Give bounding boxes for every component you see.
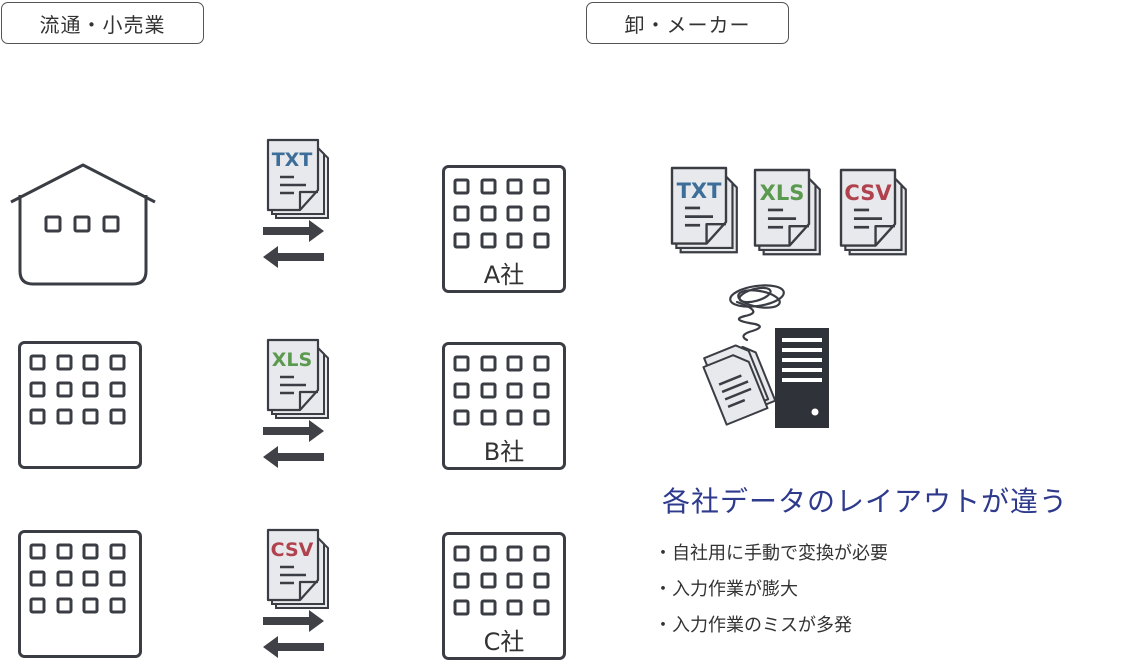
problem-list: 自社用に手動で変換が必要 入力作業が膨大 入力作業のミスが多発 bbox=[654, 536, 888, 644]
document-icon: XLS bbox=[266, 338, 330, 420]
svg-text:XLS: XLS bbox=[272, 349, 312, 371]
exchange-arrows-icon bbox=[263, 420, 324, 468]
maker-label: 卸・メーカー bbox=[586, 2, 789, 44]
document-icon: TXT bbox=[670, 166, 739, 254]
retail-label: 流通・小売業 bbox=[1, 2, 204, 44]
document-icon: XLS bbox=[753, 168, 822, 256]
svg-text:TXT: TXT bbox=[272, 149, 313, 171]
exchange-arrows-icon bbox=[263, 610, 324, 658]
document-icon: CSV bbox=[266, 528, 330, 610]
svg-text:B社: B社 bbox=[484, 438, 524, 466]
tangled-line-icon bbox=[729, 284, 785, 342]
building-icon bbox=[18, 530, 142, 658]
store-icon bbox=[10, 163, 156, 286]
svg-text:TXT: TXT bbox=[677, 179, 723, 203]
list-item: 自社用に手動で変換が必要 bbox=[654, 536, 888, 572]
list-item: 入力作業が膨大 bbox=[654, 572, 888, 608]
building-icon bbox=[18, 341, 142, 469]
layout-differs-heading: 各社データのレイアウトが違う bbox=[662, 485, 1069, 518]
list-item: 入力作業のミスが多発 bbox=[654, 608, 888, 644]
document-icon: CSV bbox=[839, 168, 908, 256]
svg-text:C社: C社 bbox=[484, 628, 525, 656]
svg-text:CSV: CSV bbox=[271, 539, 314, 561]
document-icon bbox=[702, 344, 777, 426]
exchange-arrows-icon bbox=[263, 220, 324, 268]
svg-text:CSV: CSV bbox=[844, 181, 892, 205]
svg-text:A社: A社 bbox=[484, 261, 524, 289]
server-icon bbox=[775, 328, 829, 428]
company-a-building: A社 bbox=[442, 165, 566, 293]
company-b-building: B社 bbox=[442, 342, 566, 470]
document-icon: TXT bbox=[266, 138, 330, 220]
company-c-building: C社 bbox=[442, 532, 566, 660]
svg-text:XLS: XLS bbox=[760, 181, 805, 205]
